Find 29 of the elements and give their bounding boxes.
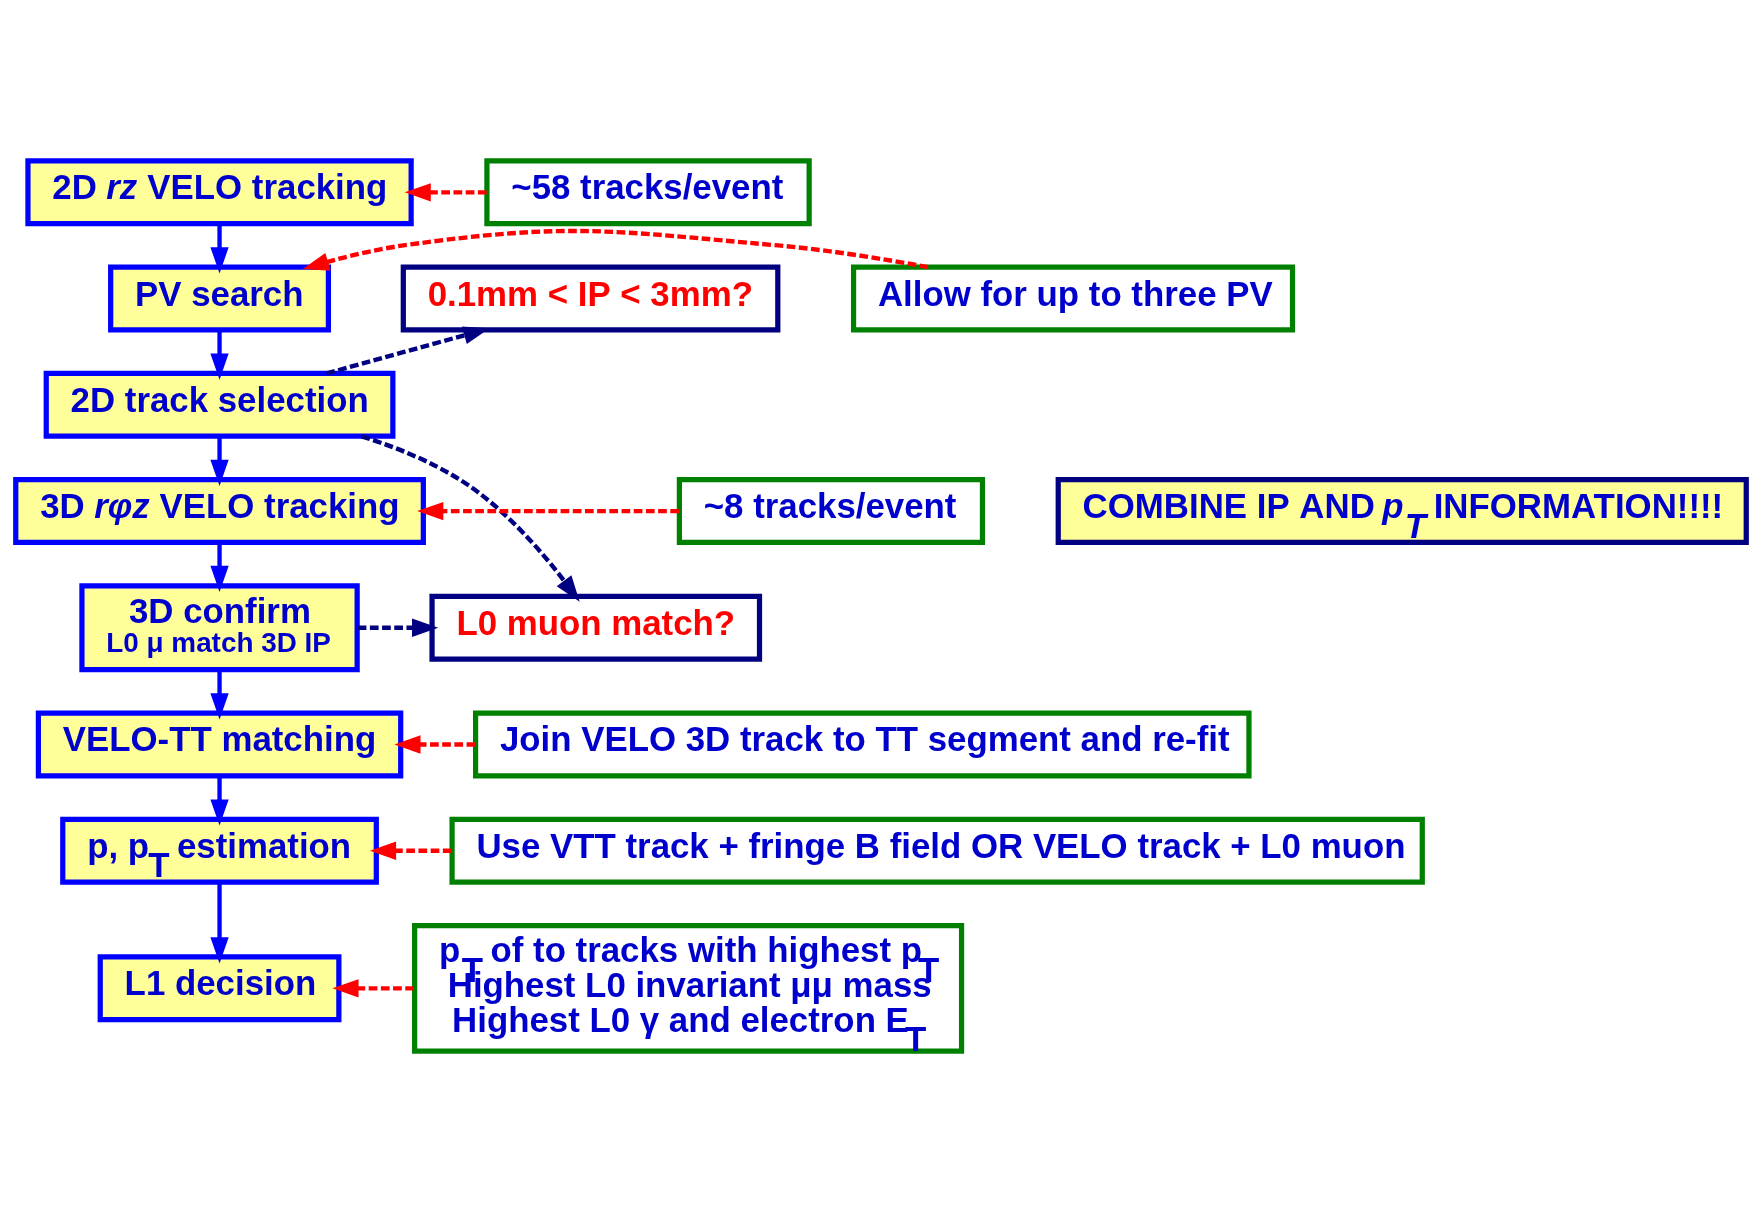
node-box: 3D rφz VELO tracking [13,477,426,546]
node-box: L1 decision [97,954,342,1023]
node-box: 2D track selection [43,370,396,439]
arrow [210,223,229,274]
arrow [210,882,229,964]
arrow [332,979,414,998]
arrow [302,228,929,271]
node-box: 3D confirm L0 μ match 3D IP [79,583,360,673]
node-box: ~58 tracks/event [484,158,812,227]
arrow [210,775,229,826]
arrow [360,434,580,602]
node-box: PV search [108,264,332,333]
node-box: 2D rz VELO tracking [25,158,414,227]
arrow [417,501,679,521]
node-box: 0.1mm < IP < 3mm? [400,264,781,333]
arrow [210,330,229,380]
node-box: VELO-TT matching [35,710,404,779]
arrow [210,669,229,720]
node-box: Use VTT track + fringe B field OR VELO track + L0 muon [449,816,1425,885]
node-box: ~8 tracks/event [676,477,986,546]
arrow [394,735,476,754]
node-box: Join VELO 3D track to TT segment and re-fit [472,710,1252,779]
node-box: Allow for up to three PV [850,264,1296,333]
node-box: L0 muon match? [429,593,763,662]
arrow [357,618,439,637]
arrow [404,183,487,202]
arrow [369,841,452,860]
arrow [210,542,229,592]
arrow [210,436,229,486]
